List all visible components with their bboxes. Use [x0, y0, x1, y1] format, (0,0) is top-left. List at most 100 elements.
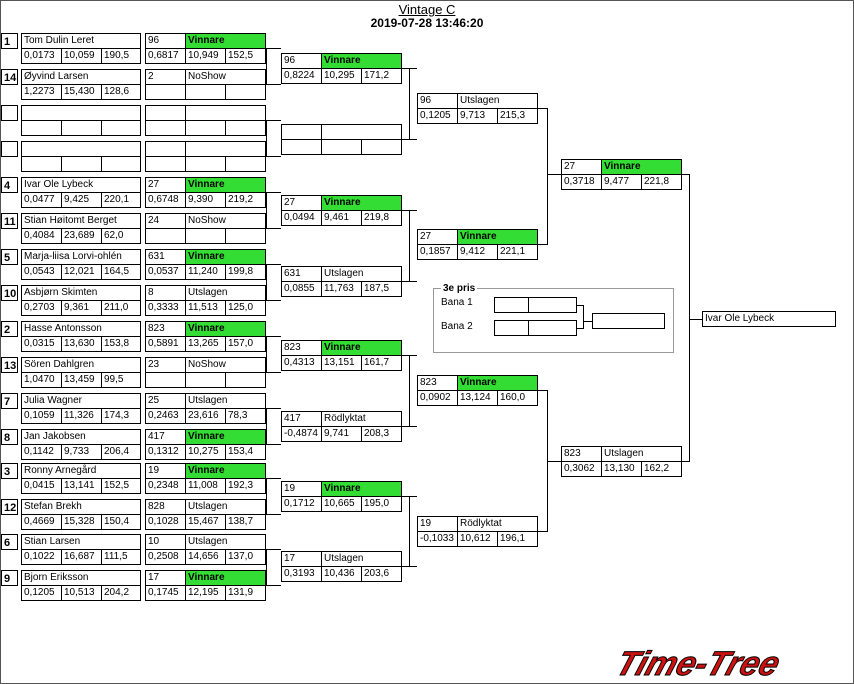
r2-speed	[361, 139, 402, 155]
racer-name[interactable]: Bjorn Eriksson	[21, 570, 141, 586]
r2-result[interactable]	[321, 124, 402, 140]
bracket-connector	[547, 461, 561, 462]
lane-1-car[interactable]	[494, 297, 529, 313]
racer-name[interactable]: Hasse Antonsson	[21, 321, 141, 337]
r3-car[interactable]: 27	[417, 229, 458, 245]
logo-text: Time-Tree	[611, 645, 785, 680]
racer-name[interactable]: Stefan Brekh	[21, 499, 141, 515]
r1-result[interactable]: Vinnare	[185, 429, 266, 445]
r1-car[interactable]: 23	[145, 357, 186, 373]
racer-name[interactable]: Asbjørn Skimten	[21, 285, 141, 301]
r1-result[interactable]: Vinnare	[185, 177, 266, 193]
r1-car[interactable]: 17	[145, 570, 186, 586]
r3-result[interactable]: Vinnare	[457, 375, 538, 391]
r2-result[interactable]: Vinnare	[321, 481, 402, 497]
racer-name[interactable]: Stian Høitomt Berget	[21, 213, 141, 229]
champion-name[interactable]: Ivar Ole Lybeck	[702, 311, 836, 327]
racer-name[interactable]: Ronny Arnegård	[21, 463, 141, 479]
r2-result[interactable]: Vinnare	[321, 340, 402, 356]
seed-number: 12	[1, 499, 18, 515]
r3-reaction: 0,1205	[417, 108, 458, 124]
racer-name[interactable]: Ivar Ole Lybeck	[21, 177, 141, 193]
r4-result[interactable]: Utslagen	[601, 446, 682, 462]
r1-car[interactable]: 828	[145, 499, 186, 515]
r2-car[interactable]: 417	[281, 411, 322, 427]
r1-result[interactable]: NoShow	[185, 213, 266, 229]
r3-car[interactable]: 96	[417, 93, 458, 109]
r2-car[interactable]	[281, 124, 322, 140]
r1-car[interactable]: 8	[145, 285, 186, 301]
r2-car[interactable]: 27	[281, 195, 322, 211]
r1-result[interactable]: Vinnare	[185, 249, 266, 265]
r1-car[interactable]: 24	[145, 213, 186, 229]
r3-car[interactable]: 19	[417, 516, 458, 532]
r4-speed: 162,2	[641, 461, 682, 477]
r2-car[interactable]: 96	[281, 53, 322, 69]
r2-result[interactable]: Vinnare	[321, 53, 402, 69]
r4-car[interactable]: 27	[561, 159, 602, 175]
r2-speed: 171,2	[361, 68, 402, 84]
racer-name[interactable]: Tom Dulin Leret	[21, 33, 141, 49]
r1-result[interactable]	[185, 141, 266, 157]
r1-result[interactable]: Vinnare	[185, 570, 266, 586]
racer-name[interactable]	[21, 105, 141, 121]
racer-name[interactable]: Jan Jakobsen	[21, 429, 141, 445]
r3-result[interactable]: Rödlyktat	[457, 516, 538, 532]
r1-result[interactable]: Vinnare	[185, 321, 266, 337]
r1-result[interactable]: Utslagen	[185, 499, 266, 515]
r1-car[interactable]: 2	[145, 69, 186, 85]
racer-name[interactable]	[21, 141, 141, 157]
racer-name[interactable]: Øyvind Larsen	[21, 69, 141, 85]
r1-et: 10,275	[185, 444, 226, 460]
lane-2-label: Bana 2	[441, 321, 473, 332]
racer-name[interactable]: Marja-liisa Lorvi-ohlén	[21, 249, 141, 265]
racer-name[interactable]: Julia Wagner	[21, 393, 141, 409]
r1-result[interactable]: Utslagen	[185, 285, 266, 301]
seed-number: 8	[1, 429, 18, 445]
r3-result[interactable]: Utslagen	[457, 93, 538, 109]
racer-name[interactable]: Sören Dahlgren	[21, 357, 141, 373]
r2-reaction: 0,1712	[281, 496, 322, 512]
r1-car[interactable]: 25	[145, 393, 186, 409]
r1-result[interactable]: Vinnare	[185, 33, 266, 49]
r4-reaction: 0,3718	[561, 174, 602, 190]
racer-name[interactable]: Stian Larsen	[21, 534, 141, 550]
r1-car[interactable]: 96	[145, 33, 186, 49]
r2-car[interactable]: 631	[281, 266, 322, 282]
r1-car[interactable]: 823	[145, 321, 186, 337]
r1-result[interactable]: Utslagen	[185, 534, 266, 550]
r1-result[interactable]: Vinnare	[185, 463, 266, 479]
third-place-winner[interactable]	[592, 313, 665, 329]
racer-et: 16,687	[61, 549, 102, 565]
r2-result[interactable]: Utslagen	[321, 551, 402, 567]
r1-car[interactable]	[145, 141, 186, 157]
r4-result[interactable]: Vinnare	[601, 159, 682, 175]
r3-result[interactable]: Vinnare	[457, 229, 538, 245]
r1-car[interactable]: 19	[145, 463, 186, 479]
r2-car[interactable]: 19	[281, 481, 322, 497]
lane-2-result[interactable]	[528, 320, 577, 336]
r2-car[interactable]: 17	[281, 551, 322, 567]
r1-result[interactable]: Utslagen	[185, 393, 266, 409]
lane-2-car[interactable]	[494, 320, 529, 336]
r1-car[interactable]: 631	[145, 249, 186, 265]
racer-et	[61, 120, 102, 136]
time-tree-logo: Time-Tree	[611, 644, 786, 680]
r2-result[interactable]: Rödlyktat	[321, 411, 402, 427]
third-connector	[576, 328, 584, 329]
r2-result[interactable]: Utslagen	[321, 266, 402, 282]
r4-car[interactable]: 823	[561, 446, 602, 462]
r3-car[interactable]: 823	[417, 375, 458, 391]
r1-result[interactable]: NoShow	[185, 69, 266, 85]
r1-result[interactable]: NoShow	[185, 357, 266, 373]
r2-car[interactable]: 823	[281, 340, 322, 356]
lane-1-result[interactable]	[528, 297, 577, 313]
r1-car[interactable]: 417	[145, 429, 186, 445]
r1-car[interactable]	[145, 105, 186, 121]
r1-et: 11,008	[185, 478, 226, 494]
r1-result[interactable]	[185, 105, 266, 121]
r1-car[interactable]: 10	[145, 534, 186, 550]
r2-result[interactable]: Vinnare	[321, 195, 402, 211]
r1-reaction	[145, 228, 186, 244]
r1-car[interactable]: 27	[145, 177, 186, 193]
